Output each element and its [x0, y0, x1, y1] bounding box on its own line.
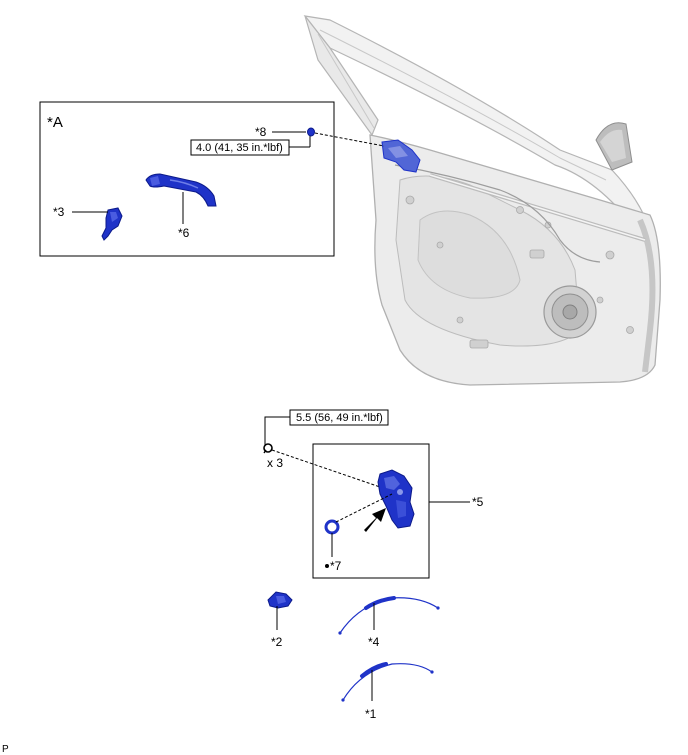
- hole-plug: [307, 127, 315, 137]
- label-part-3: *3: [53, 205, 65, 219]
- label-part-6: *6: [178, 226, 190, 240]
- leader-screw-to-lock: [271, 449, 384, 489]
- torque-spec-upper: 4.0 (41, 35 in.*lbf): [196, 142, 283, 154]
- direction-arrow-icon: [364, 508, 386, 532]
- lock-remote-control-part: [267, 591, 293, 609]
- label-part-1: *1: [365, 707, 377, 721]
- screw: [263, 443, 273, 454]
- door-lock-location-highlight: [381, 139, 421, 173]
- lock-cable-lower: [341, 662, 434, 702]
- torque-spec-lower: 5.5 (56, 49 in.*lbf): [296, 412, 383, 424]
- inset-box-a: *A *6 *3 4.0 (41, 35 in.*lbf) *8: [39, 101, 335, 257]
- front-door-lock-assembly: [377, 469, 415, 529]
- lock-cable-upper: [338, 596, 440, 635]
- outside-door-handle: [145, 173, 217, 207]
- leader-ring-to-lock: [335, 493, 393, 523]
- speaker-illustration: [543, 285, 597, 339]
- label-part-7: *7: [330, 559, 342, 573]
- label-part-5: *5: [472, 495, 484, 509]
- label-part-8: *8: [255, 125, 267, 139]
- inset-label: *A: [47, 114, 63, 131]
- front-door-illustration: [303, 15, 661, 386]
- screw-quantity: x 3: [267, 456, 283, 470]
- leader-plug-to-door: [314, 132, 385, 147]
- grease-dot-icon: [325, 564, 329, 568]
- label-part-2: *2: [271, 635, 283, 649]
- seal-ring: [324, 519, 340, 535]
- corner-code: P: [2, 744, 9, 755]
- door-handle-frame: [101, 207, 123, 241]
- label-part-4: *4: [368, 635, 380, 649]
